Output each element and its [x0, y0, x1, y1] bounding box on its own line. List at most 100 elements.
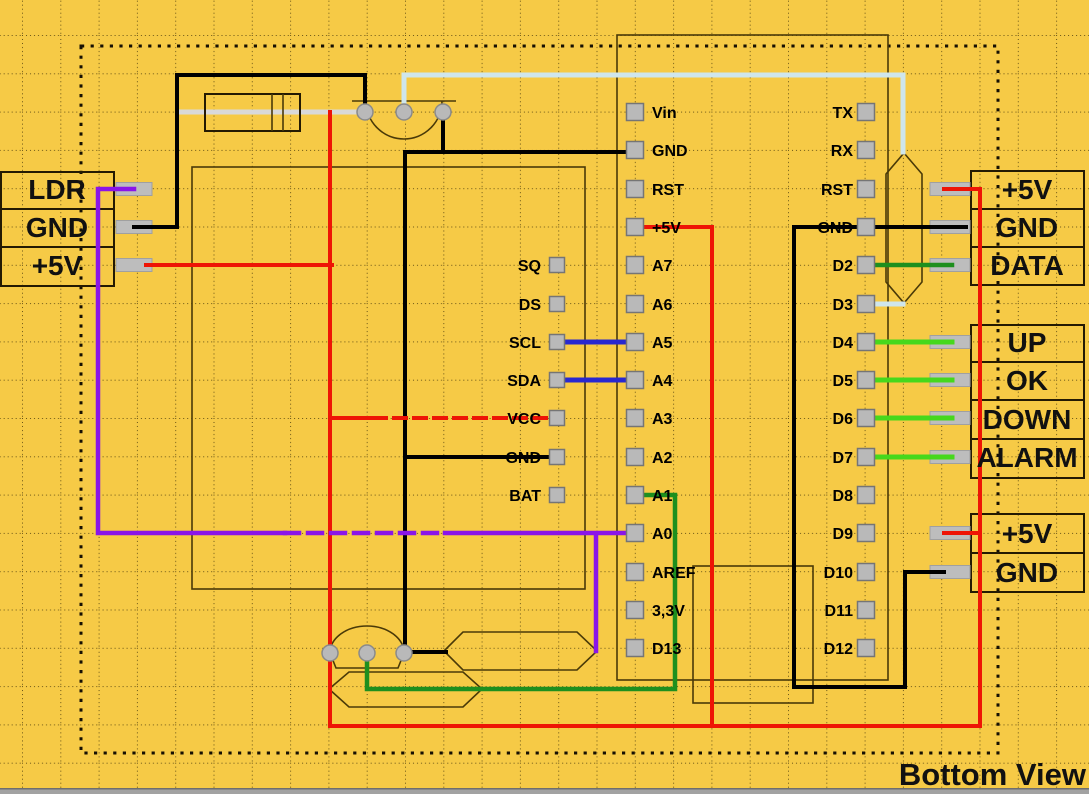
nano-left-pin-label: AREF: [652, 565, 696, 582]
buttons-connector: [970, 324, 1085, 479]
arduino-nano-outline: [616, 34, 889, 681]
wire-signal-pale-blue: [401, 72, 906, 307]
pin-pad: [856, 102, 876, 122]
arduino-nano: [616, 34, 889, 704]
wire-i2c-blue: [555, 339, 636, 383]
wire-a1-green: [364, 492, 678, 692]
pin-pad: [856, 638, 876, 658]
sensor-row-label: +5V: [1002, 174, 1053, 205]
sensor-connector-box: [970, 170, 1085, 286]
ldr-connector-separators: [1, 208, 114, 248]
pin-pad: [856, 408, 876, 428]
pin-pad: [625, 523, 645, 543]
nano-left-pin-label: 3,3V: [652, 603, 685, 620]
power-row-label: GND: [996, 557, 1058, 588]
pin-pad: [625, 217, 645, 237]
pin-pad: [856, 485, 876, 505]
pin-pad: [625, 600, 645, 620]
nano-left-pin-label: A0: [652, 526, 673, 543]
pin-pad: [548, 486, 566, 504]
button-row-label: DOWN: [983, 404, 1072, 435]
nano-right-pin-label: D3: [833, 297, 854, 314]
pin-pad: [856, 140, 876, 160]
buttons-connector-separators: [971, 361, 1084, 440]
bottom-edge-bar: [0, 788, 1089, 794]
rtc-pin-label: SCL: [509, 335, 541, 352]
nano-left-pin-label: RST: [652, 182, 684, 199]
pin-pad: [548, 256, 566, 274]
rtc-pin-label: VCC: [507, 411, 541, 428]
bottom-edge-line: [0, 788, 1089, 790]
transistor-top-pin: [395, 103, 413, 121]
wire-buttons-lime: [871, 339, 955, 460]
ldr-row-label: LDR: [28, 174, 86, 205]
ldr-connector: [0, 171, 115, 287]
nano-right-pin-label: D6: [833, 411, 854, 428]
nano-right-pin-label: D4: [833, 335, 854, 352]
nano-left-pin-label: A6: [652, 297, 673, 314]
nano-left-pin-label: A1: [652, 488, 673, 505]
transistor-top-pin: [356, 103, 374, 121]
nano-left-pin-label: A7: [652, 258, 673, 275]
resistor-band-lines: [271, 94, 284, 131]
pin-pad: [625, 370, 645, 390]
nano-left-pin-label: D13: [652, 641, 681, 658]
rtc-pin-label: SQ: [518, 258, 541, 275]
pin-pad: [625, 562, 645, 582]
pin-pad: [856, 562, 876, 582]
nano-left-pin-label: A5: [652, 335, 673, 352]
sensor-connector-separators: [971, 208, 1084, 248]
bottom-view-label: Bottom View: [899, 757, 1087, 792]
pin-pad: [625, 485, 645, 505]
ldr-row-label: +5V: [32, 250, 83, 281]
pin-pad: [625, 294, 645, 314]
usb-connector-outline: [692, 565, 814, 704]
sensor-connector: [970, 170, 1085, 286]
transistor-bottom-pin: [321, 644, 339, 662]
pin-pad: [625, 255, 645, 275]
pin-pad: [625, 638, 645, 658]
transistor-bottom-pin: [358, 644, 376, 662]
nano-right-pin-label: RX: [831, 143, 854, 160]
rtc-pin-label: SDA: [507, 373, 541, 390]
pin-pad: [548, 371, 566, 389]
sensor-row-label: GND: [996, 212, 1058, 243]
pin-pad: [856, 332, 876, 352]
pin-pad: [625, 102, 645, 122]
nano-right-pin-label: D12: [824, 641, 853, 658]
pin-pad: [856, 294, 876, 314]
nano-left-pin-label: A3: [652, 411, 673, 428]
nano-right-pin-label: RST: [821, 182, 853, 199]
pin-pad: [856, 217, 876, 237]
ldr-connector-box: [0, 171, 115, 287]
pin-pad: [625, 408, 645, 428]
ldr-row-label: GND: [26, 212, 88, 243]
transistor-pins: [321, 103, 452, 662]
rtc-pin-label: GND: [505, 450, 541, 467]
power-connector: [970, 513, 1085, 593]
pin-pad: [548, 333, 566, 351]
button-row-label: UP: [1008, 327, 1047, 358]
nano-left-pin-label: A4: [652, 373, 673, 390]
pin-pad: [548, 409, 566, 427]
transistor-top-pin: [434, 103, 452, 121]
pin-pad: [856, 523, 876, 543]
wire-gnd-right-black: [792, 225, 968, 689]
nano-left-pin-label: +5V: [652, 220, 681, 237]
nano-right-pin-label: D10: [824, 565, 853, 582]
pin-pad: [548, 295, 566, 313]
nano-right-pin-label: D7: [833, 450, 854, 467]
buttons-connector-box: [970, 324, 1085, 479]
nano-right-pin-label: D2: [833, 258, 854, 275]
nano-right-pin-label: D8: [833, 488, 854, 505]
labels: LDR GND +5V +5V GND DATA UP OK DOWN ALAR…: [26, 105, 1087, 792]
wire-gnd-black: [132, 73, 631, 654]
nano-left-pin-label: A2: [652, 450, 673, 467]
button-row-label: ALARM: [976, 442, 1077, 473]
button-row-label: OK: [1006, 365, 1048, 396]
pin-pad: [625, 332, 645, 352]
resistor: [204, 93, 301, 132]
resistor-body: [204, 93, 301, 132]
